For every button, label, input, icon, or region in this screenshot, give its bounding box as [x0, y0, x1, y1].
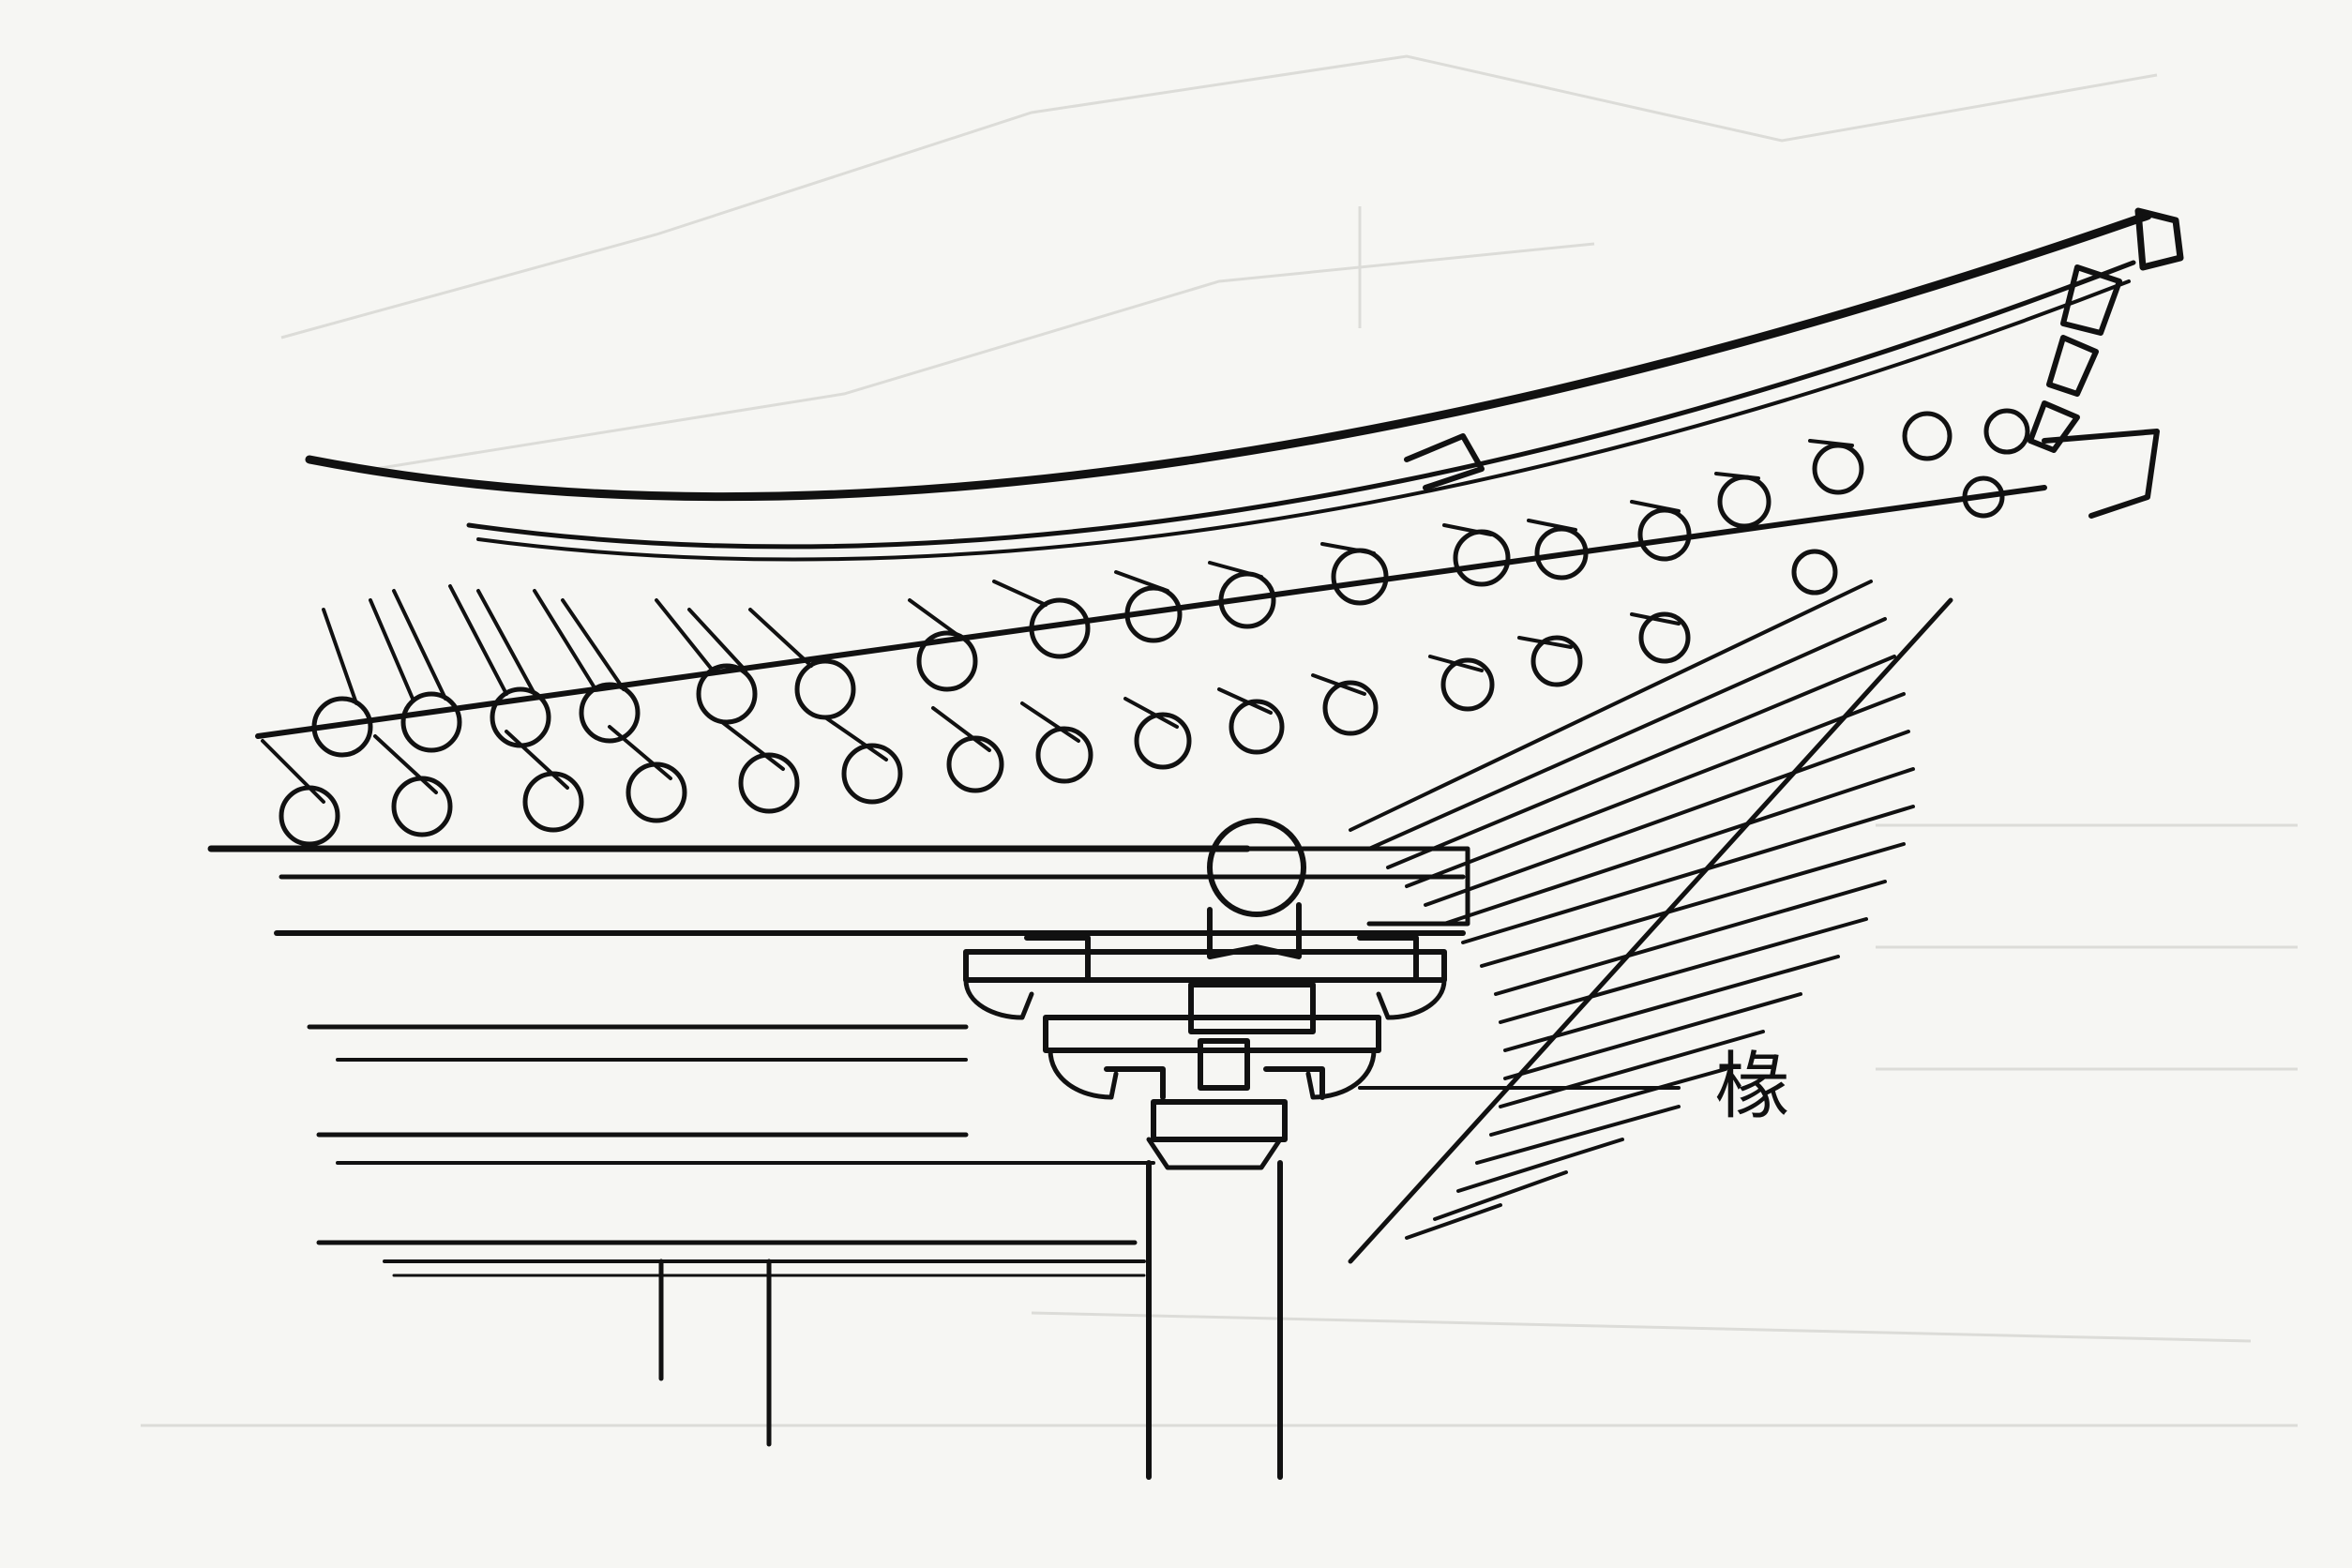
horizontal-beams — [207, 485, 2047, 1277]
rafter-shafts — [261, 439, 1854, 804]
paper-bleed-through — [141, 54, 2298, 1427]
roof-eave-boards — [305, 207, 2184, 562]
rafter-callout: 椽 — [1358, 1045, 1789, 1129]
posts — [658, 1160, 1283, 1480]
dougong-bracket — [963, 818, 1447, 1170]
rafter-ends — [279, 408, 2030, 847]
rafter-label: 椽 — [1716, 1045, 1789, 1129]
fanned-corner-rafters — [1348, 580, 1953, 1264]
